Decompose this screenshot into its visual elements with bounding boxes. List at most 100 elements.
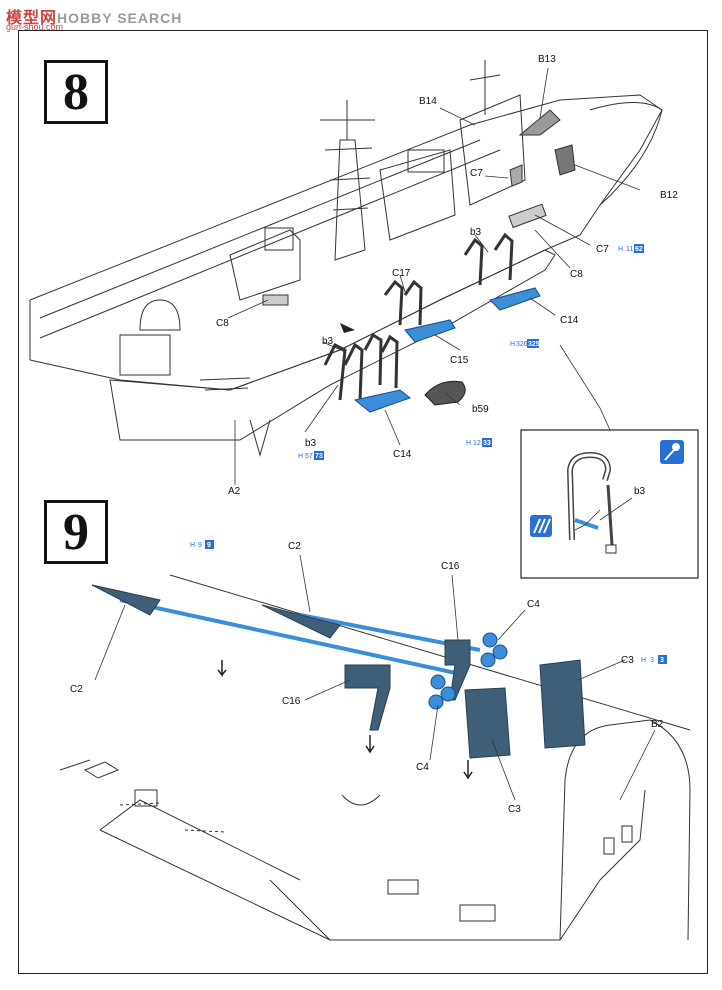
watermark-url: gun-shou.com <box>6 22 64 32</box>
funnel <box>264 227 294 251</box>
arrow-step9-3 <box>463 760 473 780</box>
label-c4-bottom: C4 <box>416 762 429 773</box>
paint-code-b59: H 12 33 <box>466 438 492 447</box>
label-c3-bottom: C3 <box>508 804 521 815</box>
step-9-labels: C2 C2 C16 C16 C4 C4 C3 C3 B2 <box>70 541 664 815</box>
svg-text:57: 57 <box>305 453 313 460</box>
boat-c14-right <box>489 287 541 311</box>
stern-curve <box>341 794 381 806</box>
davit-b3-left <box>323 342 364 401</box>
instruction-page-frame <box>18 30 708 974</box>
paint-code-b3: H 57 73 <box>298 451 324 460</box>
svg-text:326: 326 <box>516 341 528 348</box>
watermark-en: HOBBY SEARCH <box>57 10 183 26</box>
davit-c17 <box>383 279 423 326</box>
label-c2-left: C2 <box>70 684 83 695</box>
bracket-c2-left <box>91 584 161 616</box>
svg-text:11: 11 <box>626 246 633 253</box>
label-c8-right: C8 <box>570 269 583 280</box>
paint-brush-icon <box>660 440 684 464</box>
ship-hull-side <box>109 249 556 441</box>
davit-b3-top <box>463 232 514 286</box>
ship-deck-outline <box>29 94 663 391</box>
svg-text:62: 62 <box>635 246 643 253</box>
step-9-hull <box>59 574 691 941</box>
label-b3-mid: b3 <box>322 336 334 347</box>
svg-text:9: 9 <box>198 542 202 549</box>
davit-b3-mid <box>363 332 399 389</box>
strut-c16-left <box>344 664 391 731</box>
part-c7-top <box>509 164 523 187</box>
step-9-parts <box>91 584 586 780</box>
label-c16-top: C16 <box>441 561 460 572</box>
svg-text:12: 12 <box>473 440 481 447</box>
label-a2: A2 <box>228 486 241 497</box>
label-c14-bottom: C14 <box>393 449 412 460</box>
boat-c14-bottom <box>353 389 412 413</box>
label-c3-right: C3 <box>621 655 634 666</box>
rudder-c3-right <box>539 659 586 749</box>
rudder-c3-bottom <box>464 687 511 759</box>
hatch-1 <box>387 879 419 895</box>
part-b13 <box>518 109 561 136</box>
inset-davit-arm <box>606 484 614 546</box>
svg-text:33: 33 <box>483 440 491 447</box>
step-9-number: 9 <box>63 503 89 561</box>
label-c14-right: C14 <box>560 315 579 326</box>
radar-dome <box>139 299 181 331</box>
stern-deck-line <box>99 799 301 881</box>
arrow-step8-1 <box>340 323 355 333</box>
small-deck-item <box>83 761 120 779</box>
step-9-box: 9 <box>44 500 108 564</box>
label-c2-top: C2 <box>288 541 301 552</box>
dome-base <box>119 334 171 376</box>
ship-deck-line-1 <box>39 139 481 319</box>
forward-mast <box>469 60 501 115</box>
label-b14: B14 <box>419 96 437 107</box>
hull-keel <box>249 419 271 457</box>
svg-text:H: H <box>641 657 646 664</box>
step-8-box: 8 <box>44 60 108 124</box>
stern-housing <box>559 719 691 941</box>
label-c15: C15 <box>450 355 469 366</box>
glue-icon <box>530 515 552 537</box>
funnel-mid <box>407 149 445 173</box>
superstructure-aft <box>229 229 301 301</box>
label-c8-left: C8 <box>216 318 229 329</box>
inset-detail-b3: b3 <box>520 429 699 579</box>
label-inset-b3: b3 <box>634 486 646 497</box>
svg-text:H: H <box>298 453 303 460</box>
label-c17: C17 <box>392 268 411 279</box>
label-b3-bottom: b3 <box>305 438 317 449</box>
label-b12: B12 <box>660 190 678 201</box>
shaft-c2-top <box>119 598 466 677</box>
deck-dashes <box>119 802 226 833</box>
step-8-labels: B13 B14 B12 C7 C7 b3 C8 C8 C17 C14 b3 C1… <box>216 54 678 497</box>
svg-text:H: H <box>466 440 471 447</box>
svg-text:H: H <box>190 542 195 549</box>
part-c8-left <box>262 294 289 306</box>
step-8-number: 8 <box>63 63 89 121</box>
superstructure-mid <box>379 149 456 241</box>
ship-bow <box>589 102 663 206</box>
arrow-step9-2 <box>365 735 375 754</box>
paint-code-shaft: H 9 9 <box>190 540 214 549</box>
svg-text:73: 73 <box>315 453 323 460</box>
main-mast <box>334 139 366 261</box>
label-b2: B2 <box>651 719 664 730</box>
paint-code-c3: H 3 3 <box>641 655 667 664</box>
boat-c15 <box>404 319 456 343</box>
hatch-2 <box>459 904 496 922</box>
label-c16-left: C16 <box>282 696 301 707</box>
svg-text:3: 3 <box>650 657 654 664</box>
svg-text:H: H <box>618 246 623 253</box>
watermark-cn: 模型网 <box>6 10 58 27</box>
label-b59: b59 <box>472 404 489 415</box>
paint-code-c7: H 11 62 <box>618 244 644 253</box>
propeller-c4-top <box>480 632 508 668</box>
label-c4-top: C4 <box>527 599 540 610</box>
label-c7-right: C7 <box>596 244 609 255</box>
step-8-leaders <box>227 67 641 485</box>
label-b3-top: b3 <box>470 227 482 238</box>
